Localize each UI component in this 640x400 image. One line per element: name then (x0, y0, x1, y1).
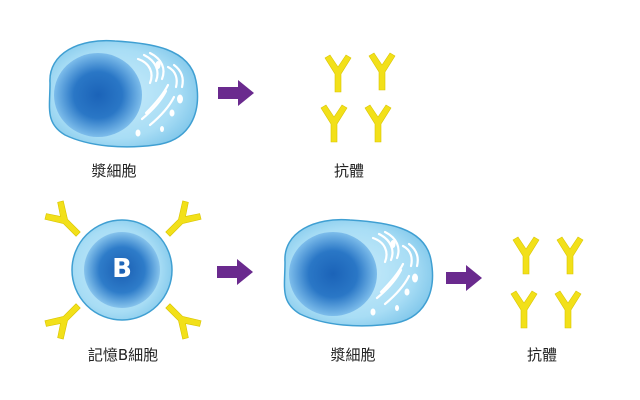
antibody-icon (158, 198, 204, 244)
antibody-icon (324, 54, 352, 93)
arrow-icon (446, 265, 482, 291)
antibody-icon (364, 104, 392, 143)
antibody-icon (42, 296, 88, 342)
plasma-cell-icon (283, 218, 434, 327)
plasma-cell-label: 漿細胞 (91, 162, 137, 180)
arrow-icon (217, 259, 253, 285)
antibody-icon (368, 52, 396, 91)
antibody-label: 抗體 (526, 346, 558, 364)
plasma-cell-label: 漿細胞 (330, 346, 376, 364)
antibody-label: 抗體 (333, 162, 365, 180)
antibody-icon (510, 290, 538, 329)
arrow-icon (218, 80, 254, 106)
antibody-icon (158, 296, 204, 342)
memory-b-cell-label: 記憶B細胞 (87, 346, 159, 364)
antibody-icon (512, 236, 540, 275)
antibody-group (320, 52, 396, 143)
antibody-icon (320, 104, 348, 143)
plasma-cell-icon (48, 39, 199, 148)
antibody-icon (554, 290, 582, 329)
antibody-icon (556, 236, 584, 275)
memory-b-cell-icon (42, 198, 204, 342)
antibody-group (510, 236, 584, 329)
antibody-icon (42, 198, 88, 244)
memory-b-cell-letter: B (112, 254, 132, 284)
